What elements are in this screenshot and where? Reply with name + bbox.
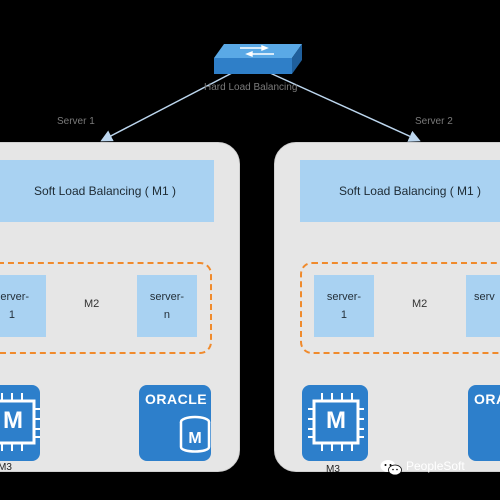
right-m3-label: M3 [326,464,340,475]
line-to-server-1 [100,72,233,142]
left-server-n-line2: n [163,309,171,321]
right-m2-label: M2 [410,298,430,310]
left-oracle-db-letter: M [188,430,202,447]
left-soft-load-balancing-label: Soft Load Balancing ( M1 ) [33,184,177,198]
left-m3-label: M3 [0,462,12,473]
right-soft-load-balancing-label: Soft Load Balancing ( M1 ) [338,184,482,198]
left-soft-load-balancing-box: Soft Load Balancing ( M1 ) [0,160,214,222]
server-2-label: Server 2 [415,116,453,127]
right-chip-letter: M [326,407,346,434]
oracle-database-icon: ORA [468,385,500,461]
right-server-n-line1: serv [474,291,495,303]
watermark: PeopleSoft [380,457,500,481]
line-to-server-2 [269,72,421,142]
left-server-1-line2: 1 [8,309,16,321]
hard-load-balancing-label: Hard Load Balancing [204,82,298,93]
right-server-1-line1: server- [326,291,362,303]
left-server-1-node: server- 1 [0,275,46,337]
watermark-text: PeopleSoft [406,459,465,473]
left-server-n-line1: server- [149,291,185,303]
server-1-label: Server 1 [57,116,95,127]
memory-m3-icon: M [0,385,40,461]
oracle-database-icon: ORACLE M [139,385,211,461]
wechat-icon [380,460,402,476]
network-switch-icon [212,42,304,76]
right-soft-load-balancing-box: Soft Load Balancing ( M1 ) [300,160,500,222]
right-oracle-label: ORA [474,391,500,407]
left-server-group-frame [0,262,212,354]
memory-m3-icon: M [302,385,368,461]
right-server-group-frame [300,262,500,354]
right-server-1-node: server- 1 [314,275,374,337]
right-server-n-node: serv n [466,275,500,337]
left-oracle-label: ORACLE [145,391,208,407]
left-server-n-node: server- n [137,275,197,337]
left-m2-label: M2 [82,298,102,310]
left-chip-letter: M [3,407,23,434]
left-server-1-line1: server- [0,291,30,303]
right-server-1-line2: 1 [340,309,348,321]
